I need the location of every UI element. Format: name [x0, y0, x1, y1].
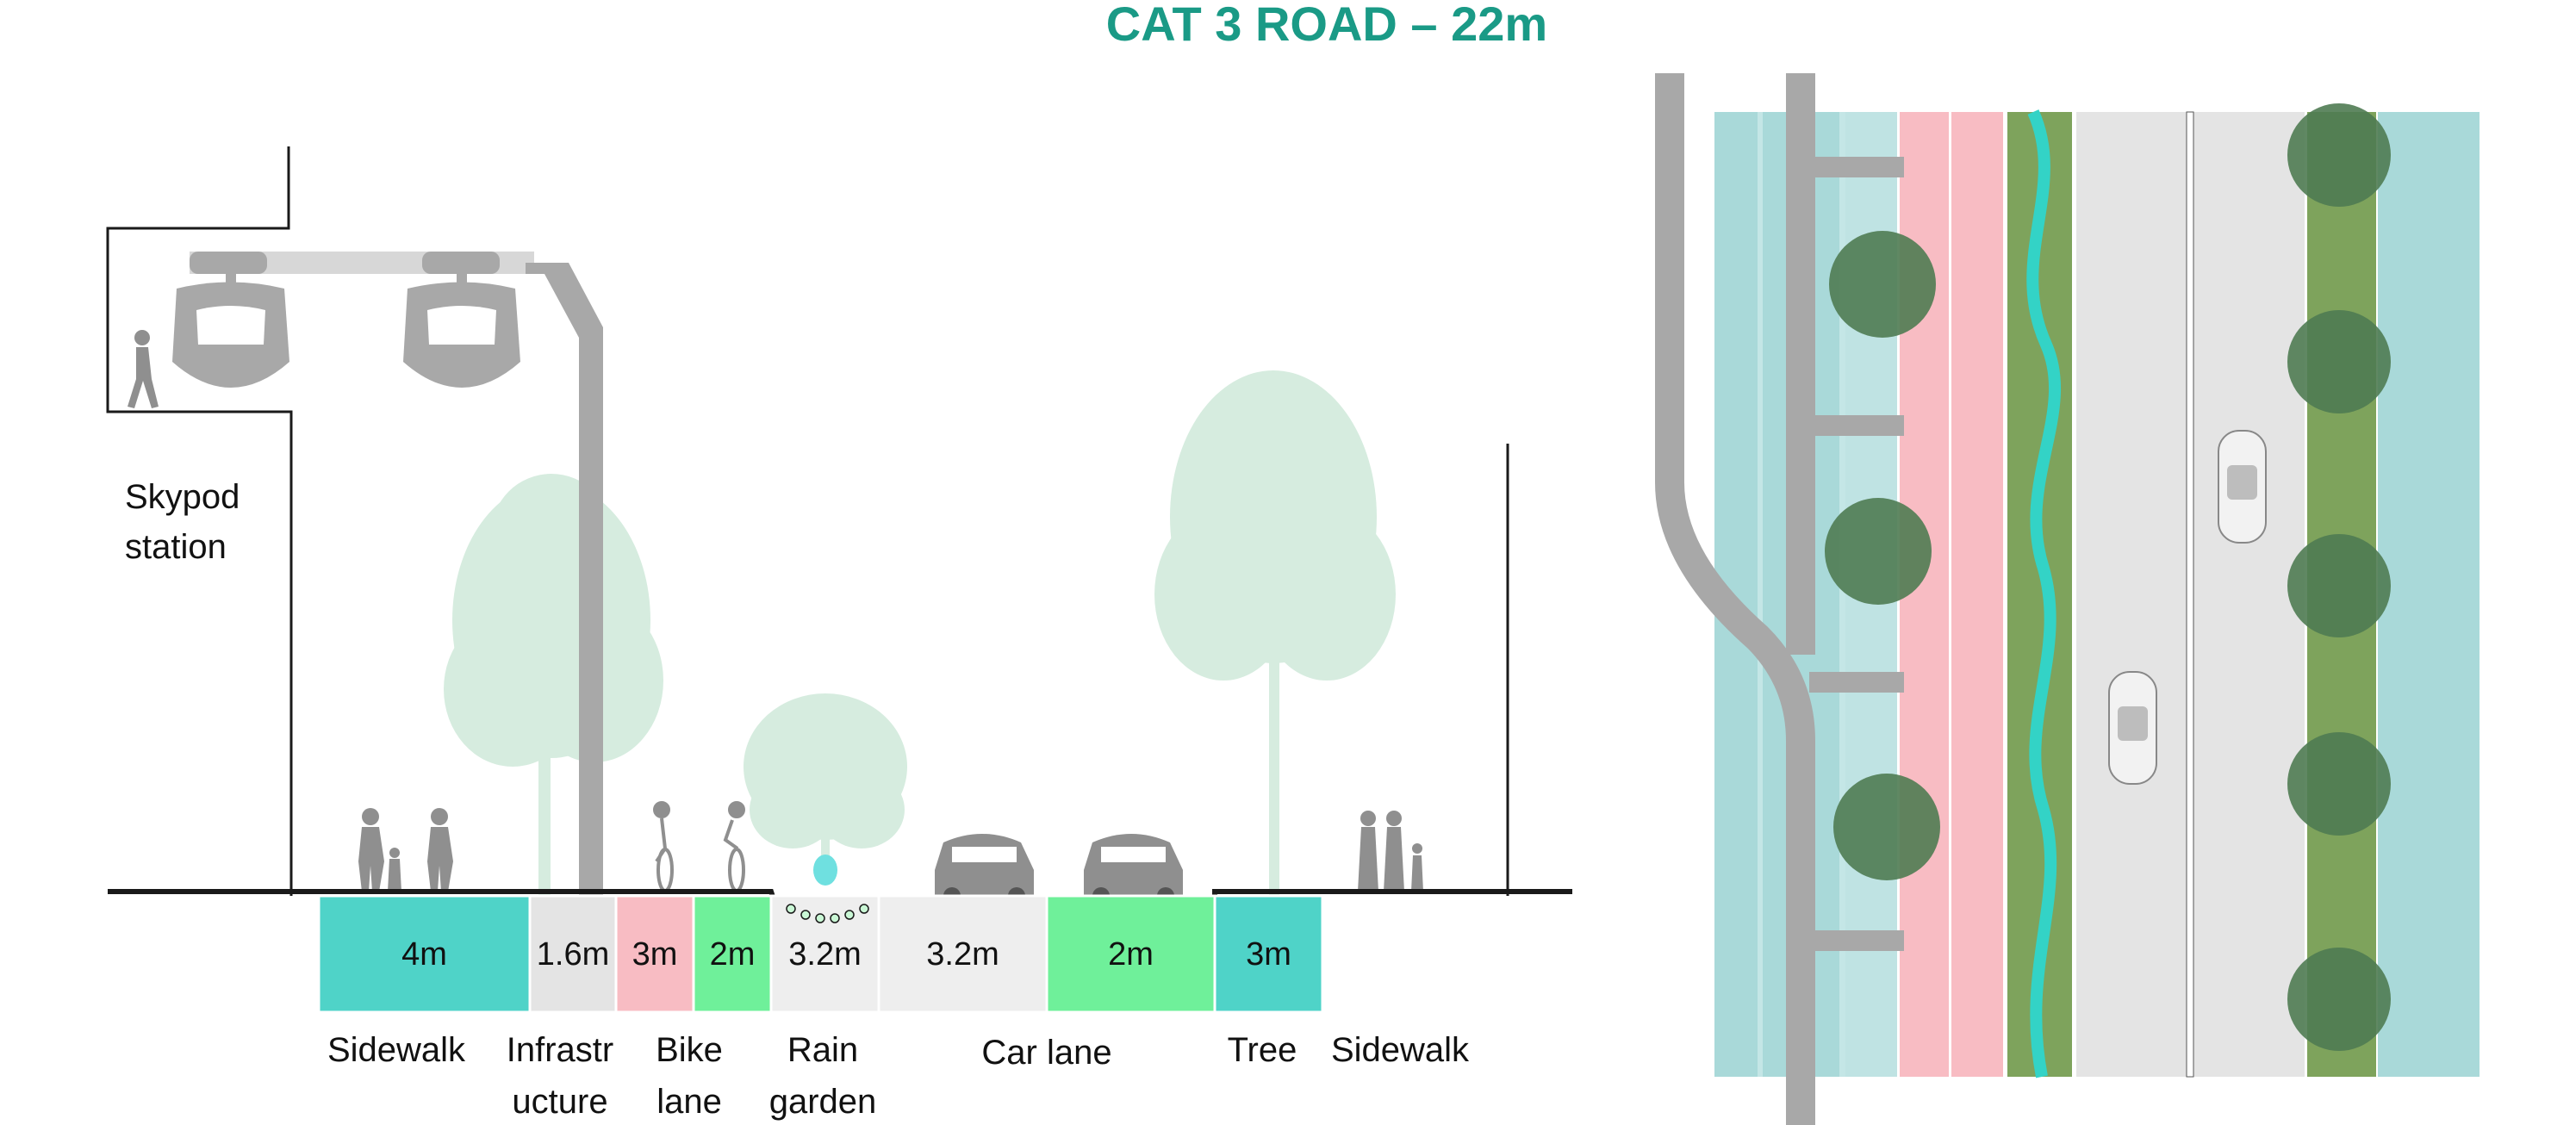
plan-rail-brackets [1809, 157, 1904, 951]
cable-car-icon [172, 274, 289, 388]
segment-width-label: 3m [632, 936, 678, 973]
plan-skypod-rail [1655, 73, 1815, 1125]
segment-width-label: 3m [1246, 936, 1291, 973]
segment-name-label: Sidewalk [1331, 1031, 1470, 1069]
segment-name-label: lane [656, 1083, 722, 1121]
segment-name-label: Infrastr [507, 1031, 613, 1069]
segment-block [769, 894, 880, 1014]
cyclist-icon [653, 801, 674, 892]
segment-width-label: 2m [710, 936, 756, 973]
plan-sidewalk-right [2378, 112, 2480, 1077]
segment-block [692, 894, 773, 1014]
pedestrian-icon [1358, 811, 1423, 892]
plan-rain-garden [2007, 112, 2072, 1077]
rain-garden-planting [786, 904, 869, 923]
plan-water-channel [2026, 109, 2062, 1078]
skypod-rail [190, 252, 603, 896]
diagram-title: CAT 3 ROAD – 22m [1105, 0, 1548, 51]
segment-width-label: 3.2m [788, 936, 861, 973]
cross-section: Skypod station [106, 146, 1572, 1121]
segment-strip: 4m 1.6m 3m 2m 3.2m 3.2m 2m 3m [317, 894, 1324, 1014]
segment-width-label: 2m [1108, 936, 1154, 973]
segment-block [528, 894, 618, 1014]
tree-icon [444, 474, 663, 896]
segment-block [317, 894, 532, 1014]
car-icon [935, 834, 1034, 904]
plan-view [1655, 73, 2480, 1125]
segment-name-label: ucture [512, 1083, 607, 1121]
car-icon [2108, 671, 2157, 785]
car-icon [2218, 430, 2267, 544]
segment-width-label: 1.6m [537, 936, 609, 973]
fountain-icon [813, 855, 837, 886]
segment-labels: Sidewalk Infrastr ucture Bike lane Rain garden… [327, 1031, 1470, 1121]
car-lane-label: Car lane [981, 1034, 1111, 1072]
segment-name-label: Bike [656, 1031, 723, 1069]
segment-block [1045, 894, 1216, 1014]
segment-name-label: Rain [787, 1031, 858, 1069]
station-label-line1: Skypod [125, 478, 240, 516]
cable-car-icon [403, 274, 520, 388]
station-label-line2: station [125, 528, 227, 566]
pedestrian-icon [128, 330, 159, 408]
segment-name-label: Tree [1228, 1031, 1297, 1069]
pedestrian-icon [358, 808, 453, 892]
segment-width-label: 3.2m [926, 936, 999, 973]
segment-name-label: garden [769, 1083, 877, 1121]
cyclist-icon [723, 801, 745, 892]
segment-width-label: 4m [401, 936, 447, 973]
segment-block [1213, 894, 1324, 1014]
segment-block [877, 894, 1048, 1014]
segment-name-label: Sidewalk [327, 1031, 466, 1069]
tree-icon [744, 693, 907, 879]
skypod-station-outline [106, 146, 293, 896]
car-icon [1084, 834, 1183, 904]
tree-icon [1154, 370, 1396, 896]
tree-icon [1825, 103, 2391, 1051]
